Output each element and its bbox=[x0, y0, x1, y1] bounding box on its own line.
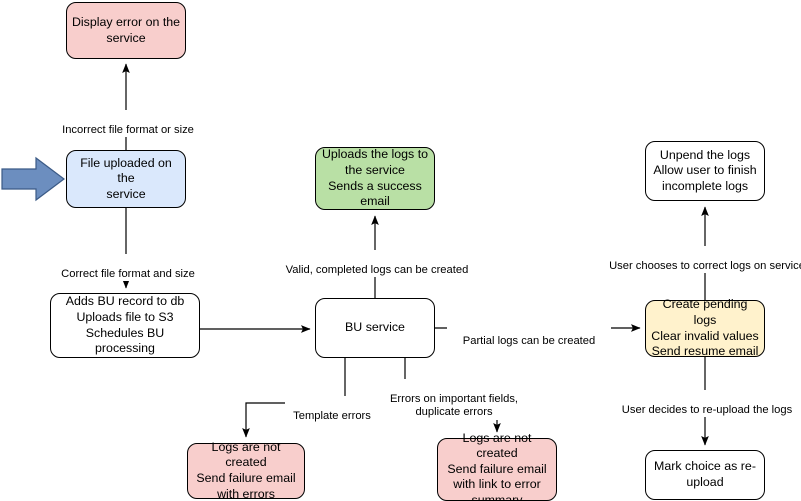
edge-label-important-fields-text: Errors on important fields, duplicate er… bbox=[389, 392, 519, 419]
node-logs-not-created-errors-label: Logs are not created Send failure email … bbox=[196, 439, 296, 501]
node-file-uploaded[interactable]: File uploaded on the service bbox=[66, 150, 186, 208]
node-adds-bu-record[interactable]: Adds BU record to db Uploads file to S3 … bbox=[50, 293, 200, 358]
edge-label-template-errors: Template errors bbox=[285, 396, 379, 423]
node-create-pending-logs[interactable]: Create pending logs Clear invalid values… bbox=[645, 297, 765, 359]
edge-label-user-reupload: User decides to re-upload the logs bbox=[605, 390, 801, 417]
node-bu-service[interactable]: BU service bbox=[315, 298, 435, 358]
node-create-pending-logs-label: Create pending logs Clear invalid values… bbox=[651, 297, 759, 359]
node-display-error[interactable]: Display error on the service bbox=[66, 2, 186, 59]
edge-label-correct-format: Correct file format and size bbox=[26, 254, 230, 281]
edge-label-correct-format-text: Correct file format and size bbox=[61, 267, 195, 280]
node-display-error-label: Display error on the service bbox=[71, 14, 181, 45]
edge-label-user-corrects: User chooses to correct logs on service bbox=[590, 246, 801, 273]
node-adds-bu-record-label: Adds BU record to db Uploads file to S3 … bbox=[65, 294, 185, 356]
edge-label-important-fields: Errors on important fields, duplicate er… bbox=[382, 379, 526, 420]
node-logs-not-created-summary-label: Logs are not created Send failure email … bbox=[447, 430, 547, 501]
edge-label-partial-logs: Partial logs can be created bbox=[447, 321, 611, 348]
node-mark-choice-reupload-label: Mark choice as re- upload bbox=[654, 459, 756, 489]
edge-label-user-corrects-text: User chooses to correct logs on service bbox=[609, 259, 801, 272]
node-file-uploaded-label: File uploaded on the service bbox=[80, 155, 172, 201]
edge-label-incorrect-format: Incorrect file format or size bbox=[26, 110, 230, 137]
node-logs-not-created-errors[interactable]: Logs are not created Send failure email … bbox=[187, 439, 305, 501]
node-unpend-logs-label: Unpend the logs Allow user to finish inc… bbox=[653, 147, 757, 193]
node-logs-not-created-summary[interactable]: Logs are not created Send failure email … bbox=[437, 431, 557, 501]
node-bu-service-label: BU service bbox=[345, 320, 405, 335]
node-unpend-logs[interactable]: Unpend the logs Allow user to finish inc… bbox=[645, 141, 765, 201]
edge-label-template-errors-text: Template errors bbox=[293, 409, 371, 422]
edge-label-user-reupload-text: User decides to re-upload the logs bbox=[621, 403, 793, 416]
edge-label-incorrect-format-text: Incorrect file format or size bbox=[62, 123, 194, 136]
external-input-arrow bbox=[1, 156, 65, 202]
node-uploads-logs-label: Uploads the logs to the service Sends a … bbox=[321, 147, 429, 209]
edge-label-valid-completed: Valid, completed logs can be created bbox=[265, 250, 489, 277]
node-uploads-logs[interactable]: Uploads the logs to the service Sends a … bbox=[315, 147, 435, 210]
edge-label-valid-completed-text: Valid, completed logs can be created bbox=[285, 263, 469, 276]
edge-label-partial-logs-text: Partial logs can be created bbox=[462, 334, 596, 347]
node-mark-choice-reupload[interactable]: Mark choice as re- upload bbox=[645, 450, 765, 500]
